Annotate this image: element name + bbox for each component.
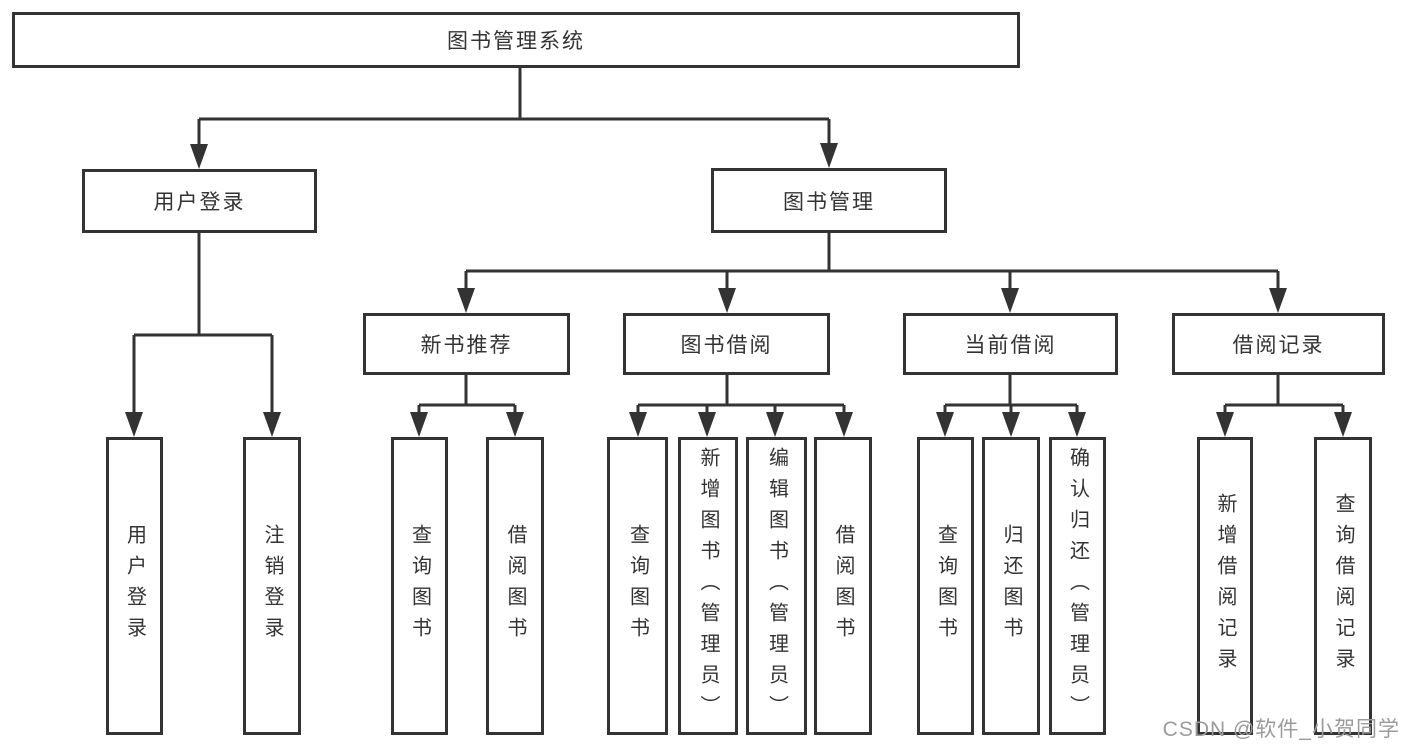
node-user-login: 用户登录 [82,169,317,233]
leaf-borrow-books-recommend: 借阅图书 [486,437,544,735]
leaf-query-books-current: 查询图书 [917,437,974,735]
leaf-query-books-borrow: 查询图书 [607,437,668,735]
leaf-add-book-admin: 新增图书（管理员） [678,437,738,735]
leaf-confirm-return-admin: 确认归还（管理员） [1049,437,1106,735]
leaf-user-login: 用户登录 [106,437,163,735]
leaf-return-books: 归还图书 [982,437,1040,735]
leaf-query-books-recommend: 查询图书 [391,437,448,735]
node-current-borrow: 当前借阅 [903,313,1118,375]
leaf-add-borrow-record: 新增借阅记录 [1197,437,1253,735]
leaf-logout: 注销登录 [243,437,301,735]
node-new-book-recommend: 新书推荐 [363,313,570,375]
leaf-borrow-books: 借阅图书 [814,437,872,735]
arrowheads [125,143,1352,437]
node-book-management: 图书管理 [711,168,947,233]
node-book-borrow: 图书借阅 [623,313,830,375]
csdn-watermark: CSDN @软件_小贺同学 [1162,718,1400,741]
node-root: 图书管理系统 [12,12,1020,68]
node-borrow-records: 借阅记录 [1172,313,1385,375]
leaf-edit-book-admin: 编辑图书（管理员） [746,437,807,735]
leaf-query-borrow-record: 查询借阅记录 [1314,437,1372,735]
